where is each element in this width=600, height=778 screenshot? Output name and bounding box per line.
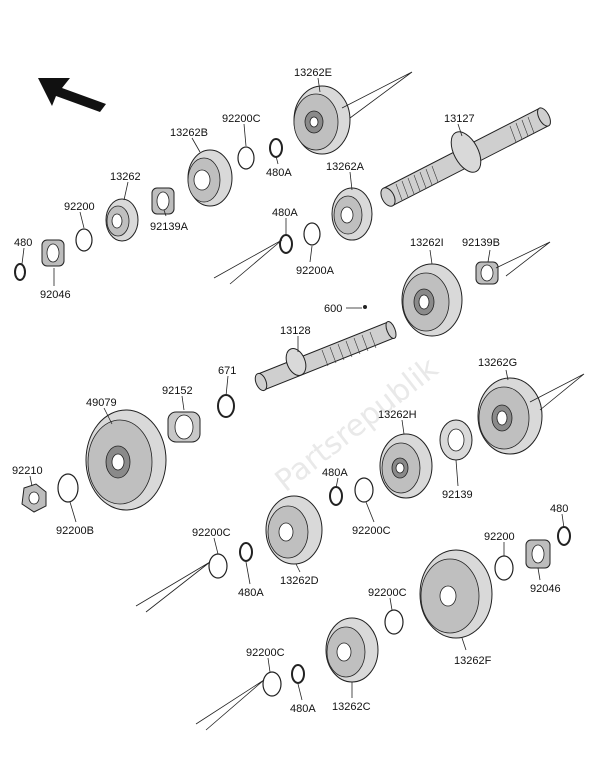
label-13128: 13128 — [280, 325, 311, 337]
washer-92200B — [57, 473, 79, 503]
label-13262F: 13262F — [454, 655, 492, 667]
part-labels: 13262E 13262B 92200C 13127 13262 480A 13… — [12, 67, 568, 715]
circlip-671 — [217, 394, 235, 418]
input-shaft-13128 — [254, 321, 397, 392]
label-480A-center: 480A — [322, 467, 348, 479]
circlip-480-left — [14, 263, 26, 281]
gear-13262F — [419, 549, 493, 639]
label-92200C-center: 92200C — [352, 525, 391, 537]
label-480-right: 480 — [550, 503, 568, 515]
circlip-480A-bottom — [291, 664, 305, 684]
label-13127: 13127 — [444, 113, 475, 125]
label-13262I: 13262I — [410, 237, 444, 249]
label-92046-right: 92046 — [530, 583, 561, 595]
needle-bearing-92139 — [439, 419, 473, 461]
label-92200-right: 92200 — [484, 531, 515, 543]
label-480A-top: 480A — [266, 167, 292, 179]
label-13262H: 13262H — [378, 409, 417, 421]
label-13262C: 13262C — [332, 701, 371, 713]
circlip-480A-top — [269, 138, 283, 158]
needle-bearing-92046-left — [41, 239, 65, 267]
gear-13262I — [401, 263, 463, 337]
label-92046-left: 92046 — [40, 289, 71, 301]
gear-13262 — [105, 198, 139, 242]
needle-bearing-92139A — [151, 187, 175, 215]
label-92200C-left: 92200C — [192, 527, 231, 539]
output-shaft-13127 — [380, 107, 551, 207]
label-49079: 49079 — [86, 397, 117, 409]
label-92210: 92210 — [12, 465, 43, 477]
gear-13262G — [477, 377, 543, 455]
label-671: 671 — [218, 365, 236, 377]
gear-13262E — [293, 85, 351, 155]
label-92139: 92139 — [442, 489, 473, 501]
label-92200A: 92200A — [296, 265, 335, 277]
gear-13262H — [379, 433, 433, 499]
washer-92200-right — [494, 555, 514, 581]
pin-600 — [363, 305, 367, 309]
label-92152: 92152 — [162, 385, 193, 397]
washer-92200C-left — [208, 553, 228, 579]
collar-92152 — [167, 411, 201, 443]
front-direction-arrow-icon — [38, 78, 106, 112]
gear-49079 — [85, 409, 167, 511]
label-92200C-lower: 92200C — [368, 587, 407, 599]
washer-92200-left — [75, 228, 93, 252]
label-13262D: 13262D — [280, 575, 319, 587]
label-92200B: 92200B — [56, 525, 94, 537]
circlip-480-right — [557, 526, 571, 546]
label-480A-bottom: 480A — [290, 703, 316, 715]
circlip-480A-left — [239, 542, 253, 562]
circlip-480A-center — [329, 486, 343, 506]
needle-bearing-92046-right — [525, 539, 551, 569]
leader-lines — [21, 71, 585, 731]
washer-92200C-bottom — [262, 671, 282, 697]
label-13262A: 13262A — [326, 161, 365, 173]
label-600: 600 — [324, 303, 342, 315]
label-480-left: 480 — [14, 237, 32, 249]
label-13262B: 13262B — [170, 127, 208, 139]
gear-13262C — [325, 617, 379, 683]
washer-92200C-center — [354, 477, 374, 503]
label-92139A: 92139A — [150, 221, 189, 233]
washer-92200A — [303, 222, 321, 246]
washer-92200C-top — [237, 146, 255, 170]
gear-13262D — [265, 495, 323, 565]
gear-13262A — [331, 187, 373, 241]
label-13262G: 13262G — [478, 357, 517, 369]
label-13262E: 13262E — [294, 67, 332, 79]
circlip-480A-mid — [279, 234, 293, 254]
label-92200C-bottom: 92200C — [246, 647, 285, 659]
label-92200-left: 92200 — [64, 201, 95, 213]
label-92200C-top: 92200C — [222, 113, 261, 125]
label-13262: 13262 — [110, 171, 141, 183]
nut-92210 — [21, 483, 47, 513]
gear-13262B — [187, 149, 233, 207]
label-480A-left: 480A — [238, 587, 264, 599]
label-480A-mid: 480A — [272, 207, 298, 219]
needle-bearing-92139B — [475, 261, 499, 285]
label-92139B: 92139B — [462, 237, 500, 249]
washer-92200C-lower — [384, 609, 404, 635]
